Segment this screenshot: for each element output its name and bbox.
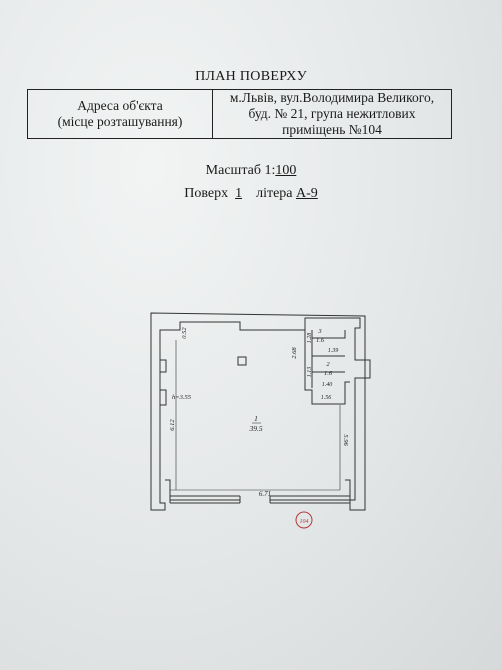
address-value-line3: приміщень №104	[282, 122, 382, 137]
room3-area: 1.6	[316, 337, 325, 344]
bottom-window-right	[270, 495, 350, 504]
address-label-line2: (місце розташування)	[57, 114, 183, 129]
dim-mid: 2.68	[291, 347, 298, 359]
dim-right: 5.96	[342, 434, 349, 446]
address-label-line1: Адреса об'єкта	[77, 98, 163, 113]
dim-room2-height: 1.13	[307, 367, 313, 378]
address-label-cell: Адреса об'єкта (місце розташування)	[27, 89, 213, 139]
height-label: h=3.55	[172, 394, 192, 401]
room3-number: 3	[317, 328, 322, 335]
dim-left: 6.12	[169, 419, 176, 431]
litera-value: А-9	[296, 186, 318, 201]
right-corner	[345, 479, 351, 500]
dim-room3-height: 1.28	[307, 333, 313, 344]
dim-top-left: 0.52	[181, 327, 188, 339]
outer-wall	[150, 312, 371, 511]
dimension-lines	[170, 340, 341, 491]
floor-line: Поверх 1 літера А-9	[0, 186, 502, 202]
left-corner	[165, 479, 171, 503]
room1-area: 39.5	[248, 424, 262, 433]
group-number: 104	[300, 518, 309, 525]
entrance-jambs	[239, 496, 271, 503]
room2-area: 1.6	[324, 370, 333, 377]
group-number-circle	[295, 511, 313, 529]
scale-line: Масштаб 1:100	[0, 163, 502, 179]
plan-walls	[150, 312, 371, 511]
litera-label: літера	[256, 186, 293, 201]
floor-label: Поверх	[184, 186, 229, 201]
room2-number: 2	[326, 361, 330, 368]
room1-number: 1	[254, 414, 258, 423]
column	[237, 356, 247, 366]
address-value-line1: м.Львів, вул.Володимира Великого,	[229, 90, 435, 105]
dim-bottom: 6.71	[259, 490, 271, 498]
bottom-window-left	[170, 495, 240, 504]
left-wall-openings	[160, 359, 167, 406]
floor-value: 1	[235, 186, 243, 201]
dim-room2-width: 1.40	[322, 381, 333, 388]
room3-wall	[312, 330, 346, 339]
dim-room3-width: 1.39	[328, 348, 339, 354]
scale-label: Масштаб 1:	[205, 163, 276, 178]
address-table: Адреса об'єкта (місце розташування) м.Ль…	[27, 89, 452, 139]
plan-title: ПЛАН ПОВЕРХУ	[195, 69, 307, 84]
scale-value: 100	[275, 163, 297, 178]
dim-right-bottom: 1.56	[321, 395, 332, 401]
inner-partitions	[304, 330, 350, 405]
address-value-cell: м.Львів, вул.Володимира Великого, буд. №…	[212, 89, 452, 139]
address-value-line2: буд. № 21, група нежитлових	[248, 106, 416, 121]
